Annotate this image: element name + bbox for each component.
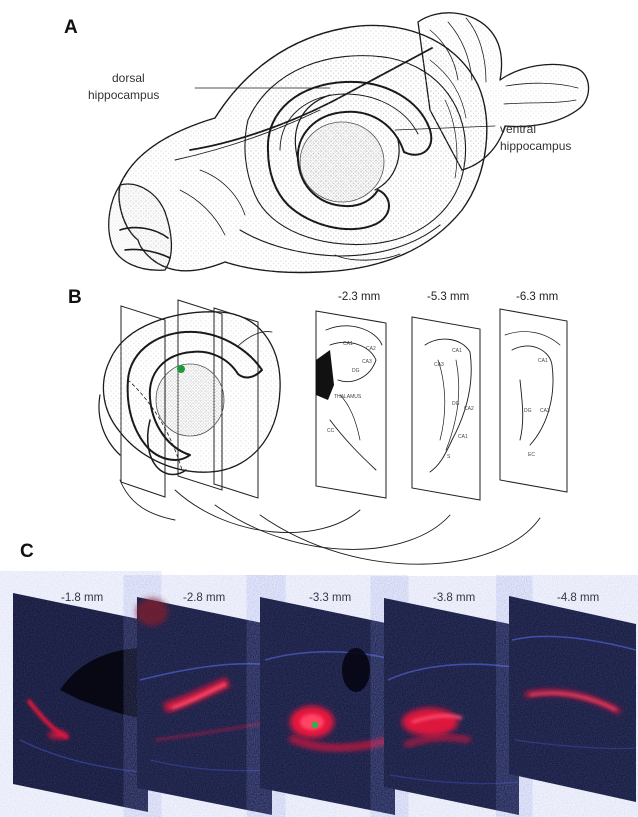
panel-b: B -2.3 mm CA1 CA2 — [68, 287, 567, 564]
slice-3-depth: -3.3 mm — [309, 592, 351, 604]
fluorescence-slice-2 — [136, 597, 272, 815]
dorsal-label-line2: hippocampus — [88, 88, 159, 102]
s3-label-ec: EC — [528, 452, 535, 458]
s1-label-cc: CC — [327, 428, 335, 434]
hippocampus-cutaway — [99, 312, 280, 475]
ventral-label-line2: hippocampus — [500, 139, 571, 153]
panel-a-letter: A — [64, 17, 78, 38]
s2-label-ca1b: CA1 — [458, 434, 468, 440]
fluorescence-slice-1 — [13, 593, 148, 812]
fluorescence-slice-4 — [384, 598, 519, 815]
panel-b-letter: B — [68, 287, 82, 308]
s1-label-dg: DG — [352, 368, 360, 374]
s1-label-ca2: CA2 — [366, 346, 376, 352]
s3-label-ca3: CA3 — [540, 408, 550, 414]
panel-a: A — [64, 13, 589, 273]
dorsal-label-line1: dorsal — [112, 71, 145, 85]
s2-label-ca2: CA2 — [464, 406, 474, 412]
panel-c-letter: C — [20, 541, 34, 562]
slice-1-depth: -1.8 mm — [61, 592, 103, 604]
panel-c: C -1.8 mm -2.8 mm -3.3 mm -3.8 mm -4.8 m… — [13, 541, 636, 815]
injection-site-marker — [177, 365, 185, 373]
s3-label-dg: DG — [524, 408, 532, 414]
section-2-depth: -5.3 mm — [427, 291, 469, 303]
s1-label-ca3: CA3 — [362, 359, 372, 365]
section-3-depth: -6.3 mm — [516, 291, 558, 303]
slice-4-depth: -3.8 mm — [433, 592, 475, 604]
slice-3-injection-marker — [312, 722, 318, 728]
s2-label-dg: DG — [452, 401, 460, 407]
coronal-section-1: -2.3 mm CA1 CA2 CA3 DG THALAMUS CC — [316, 291, 386, 498]
ventral-label-line1: ventral — [500, 122, 536, 136]
coronal-section-3: -6.3 mm CA1 DG CA3 EC — [500, 291, 567, 492]
slice-2-depth: -2.8 mm — [183, 592, 225, 604]
s1-label-ca1: CA1 — [343, 341, 353, 347]
section-1-depth: -2.3 mm — [338, 291, 380, 303]
slice-5-depth: -4.8 mm — [557, 592, 599, 604]
s2-label-ca1: CA1 — [452, 348, 462, 354]
s3-label-ca1: CA1 — [538, 358, 548, 364]
s2-label-ca3: CA3 — [434, 362, 444, 368]
s1-label-thalamus: THALAMUS — [334, 394, 362, 400]
fluorescence-slice-5 — [509, 596, 636, 802]
fluorescence-slice-3 — [260, 597, 395, 815]
coronal-section-2: -5.3 mm CA1 CA3 DG CA2 CA1 S — [412, 291, 480, 500]
